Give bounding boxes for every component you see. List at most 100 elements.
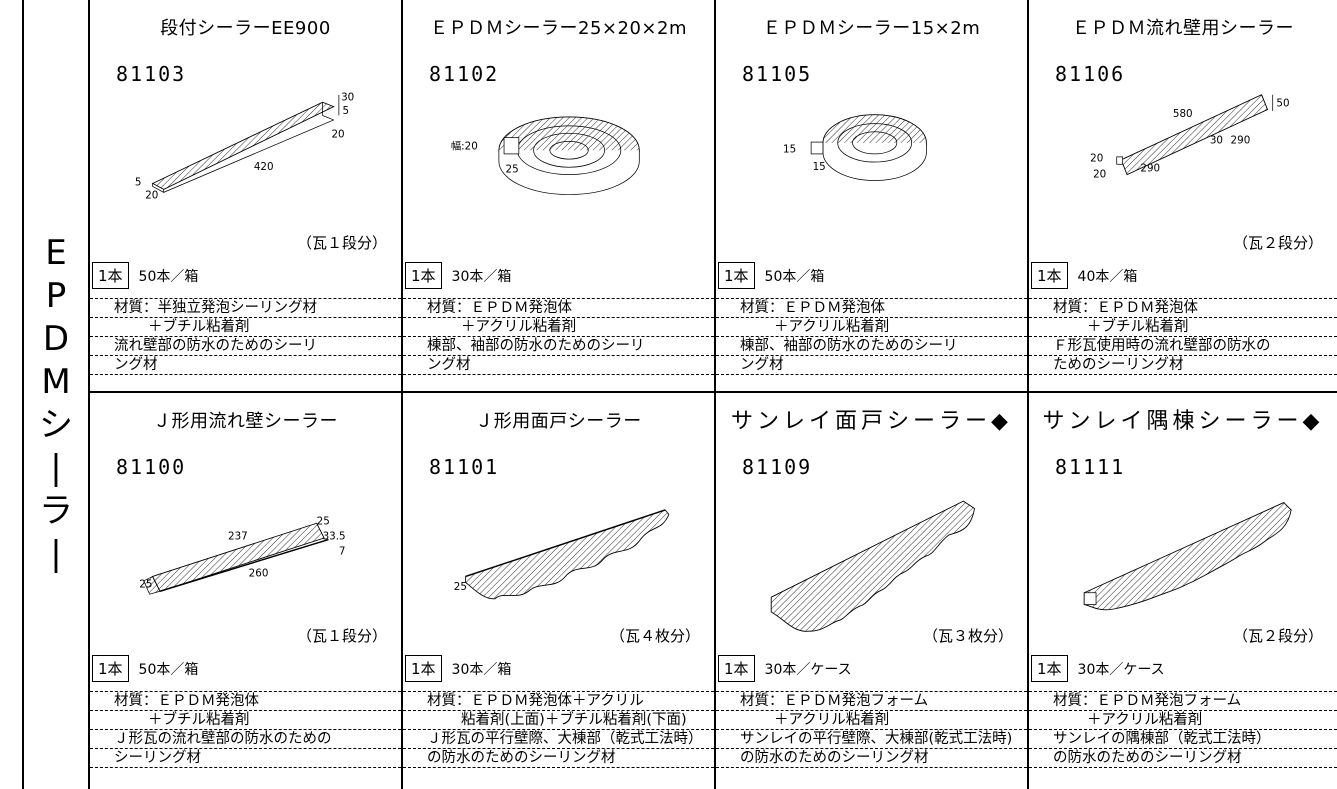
dim-label: 20 (1090, 152, 1103, 164)
product-title: ＥＰＤＭシーラー25×20×2m (430, 18, 687, 39)
dim-label: 580 (1173, 108, 1193, 120)
pack-quantity: 50本／箱 (138, 268, 199, 285)
desc-line: 棟部、袖部の防水のためのシーリ (403, 337, 714, 356)
desc-line: Ｊ形瓦の平行壁際、大棟部（乾式工法時） (403, 730, 714, 749)
product-illustration: 580 50 30 290 20 20 290 (1090, 94, 1290, 181)
product-description: 材質：ＥＰＤＭ発泡体 ＋アクリル粘着剤 棟部、袖部の防水のためのシーリ ング材 (403, 298, 714, 375)
dim-label: 5 (343, 105, 350, 117)
dim-label: 20 (1093, 169, 1106, 181)
dim-label: 5 (135, 177, 142, 189)
dim-label: 237 (228, 531, 248, 543)
product-illustration (770, 500, 975, 632)
product-code: 81102 (429, 62, 500, 86)
product-description: 材質：半独立発泡シーリング材 ＋ブチル粘着剤 流れ壁部の防水のためのシーリ ング… (90, 298, 401, 375)
product-card: ＥＰＤＭ流れ壁用シーラー 81106 580 50 30 290 20 20 2… (1029, 0, 1337, 391)
product-title: サンレイ隅棟シーラー◆ (1042, 409, 1324, 434)
desc-line: 材質：ＥＰＤＭ発泡体 (716, 298, 1027, 318)
dim-label: 260 (249, 567, 269, 579)
pack-quantity: 30本／箱 (451, 661, 512, 678)
pack-quantity: 30本／ケース (1077, 661, 1165, 678)
product-title: ＥＰＤＭ流れ壁用シーラー (1072, 18, 1294, 39)
pack-info: 1本 30本／ケース (718, 655, 852, 682)
product-description: 材質：ＥＰＤＭ発泡体 ＋ブチル粘着剤 Ｊ形瓦の流れ壁部の防水のための シーリング… (90, 691, 401, 768)
desc-line: ング材 (716, 356, 1027, 375)
category-label: E P D M シ | ラ | (24, 232, 88, 576)
coverage-note: （瓦２段分） (1232, 234, 1323, 252)
dim-label: 7 (339, 545, 346, 557)
product-card: Ｊ形用流れ壁シーラー 81100 25 237 33.5 7 25 260 （瓦… (90, 393, 403, 789)
dim-label: 幅:20 (451, 139, 478, 152)
desc-line: 粘着剤(上面)＋ブチル粘着剤(下面) (403, 711, 714, 730)
dim-label: 25 (506, 163, 519, 175)
desc-line: ＋ブチル粘着剤 (90, 711, 401, 730)
coverage-note: （瓦４枚分） (609, 627, 700, 645)
product-description: 材質：ＥＰＤＭ発泡体 ＋アクリル粘着剤 棟部、袖部の防水のためのシーリ ング材 (716, 298, 1027, 375)
desc-line: 材質：ＥＰＤＭ発泡体＋アクリル (403, 691, 714, 711)
product-title: Ｊ形用流れ壁シーラー (153, 411, 338, 432)
dim-label: 25 (139, 579, 152, 591)
desc-line: Ｆ形瓦使用時の流れ壁部の防水の (1029, 337, 1337, 356)
category-char: | (50, 534, 62, 574)
product-code: 81106 (1055, 62, 1126, 86)
category-char: M (41, 362, 71, 402)
product-card: サンレイ面戸シーラー◆ 81109 （瓦３枚分） 1本 30本／ケース 材質：Ｅ… (716, 393, 1029, 789)
desc-line: ＋ブチル粘着剤 (1029, 318, 1337, 337)
pack-info: 1本 30本／箱 (405, 655, 511, 682)
pack-unit: 1本 (718, 655, 755, 682)
pack-unit: 1本 (92, 655, 129, 682)
pack-quantity: 50本／箱 (764, 268, 825, 285)
dim-label: 50 (1276, 98, 1289, 110)
pack-info: 1本 40本／箱 (1031, 262, 1137, 289)
product-illustration (1083, 502, 1292, 611)
product-code: 81111 (1055, 455, 1126, 479)
product-card: Ｊ形用面戸シーラー 81101 25 （瓦４枚分） 1本 30本／箱 材質：ＥＰ… (403, 393, 716, 789)
dim-label: 290 (1231, 135, 1251, 147)
product-title: 段付シーラーEE900 (160, 18, 331, 39)
desc-line: ためのシーリング材 (1029, 356, 1337, 375)
pack-unit: 1本 (405, 262, 442, 289)
dim-label: 15 (783, 143, 796, 155)
desc-line: ＋ブチル粘着剤 (90, 318, 401, 337)
pack-info: 1本 30本／箱 (405, 262, 511, 289)
desc-line: ング材 (403, 356, 714, 375)
pack-quantity: 50本／箱 (138, 661, 199, 678)
desc-line: Ｊ形瓦の流れ壁部の防水のための (90, 730, 401, 749)
coverage-note: （瓦１段分） (296, 627, 387, 645)
dim-label: 33.5 (323, 531, 346, 543)
coverage-note: （瓦１段分） (296, 234, 387, 252)
dim-label: 25 (317, 516, 330, 528)
desc-line: シーリング材 (90, 749, 401, 768)
desc-line: 材質：半独立発泡シーリング材 (90, 298, 401, 318)
dim-label: 25 (454, 581, 467, 593)
coverage-note: （瓦３枚分） (922, 627, 1013, 645)
product-code: 81100 (116, 455, 187, 479)
desc-line: の防水のためのシーリング材 (403, 749, 714, 768)
desc-line: サンレイの隅棟部（乾式工法時） (1029, 730, 1337, 749)
product-card: ＥＰＤＭシーラー25×20×2m 81102 幅:20 25 1本 30本／箱 … (403, 0, 716, 391)
dim-label: 30 (341, 92, 354, 104)
desc-line: 材質：ＥＰＤＭ発泡体 (403, 298, 714, 318)
pack-info: 1本 50本／箱 (92, 655, 198, 682)
row-divider (90, 391, 1337, 393)
product-grid: 段付シーラーEE900 81103 30 5 20 420 5 20 （瓦１段分… (90, 0, 1337, 789)
pack-unit: 1本 (1031, 655, 1068, 682)
pack-quantity: 40本／箱 (1077, 268, 1138, 285)
product-illustration: 30 5 20 420 5 20 (135, 92, 354, 202)
product-description: 材質：ＥＰＤＭ発泡フォーム ＋アクリル粘着剤 サンレイの隅棟部（乾式工法時） の… (1029, 691, 1337, 768)
pack-info: 1本 50本／箱 (718, 262, 824, 289)
desc-line: ＋アクリル粘着剤 (1029, 711, 1337, 730)
dim-label: 290 (1140, 163, 1160, 175)
product-illustration: 15 15 (783, 114, 927, 181)
category-char: P (45, 276, 67, 316)
desc-line: 流れ壁部の防水のためのシーリ (90, 337, 401, 356)
dim-label: 20 (331, 129, 344, 141)
desc-line: 材質：ＥＰＤＭ発泡体 (1029, 298, 1337, 318)
category-column: E P D M シ | ラ | (22, 0, 90, 789)
desc-line: ＋アクリル粘着剤 (716, 318, 1027, 337)
product-card: 段付シーラーEE900 81103 30 5 20 420 5 20 （瓦１段分… (90, 0, 403, 391)
product-code: 81109 (742, 455, 813, 479)
product-title: Ｊ形用面戸シーラー (475, 411, 642, 432)
product-description: 材質：ＥＰＤＭ発泡フォーム ＋アクリル粘着剤 サンレイの平行壁際、大棟部(乾式工… (716, 691, 1027, 768)
pack-info: 1本 30本／ケース (1031, 655, 1165, 682)
product-illustration: 幅:20 25 (451, 116, 640, 195)
